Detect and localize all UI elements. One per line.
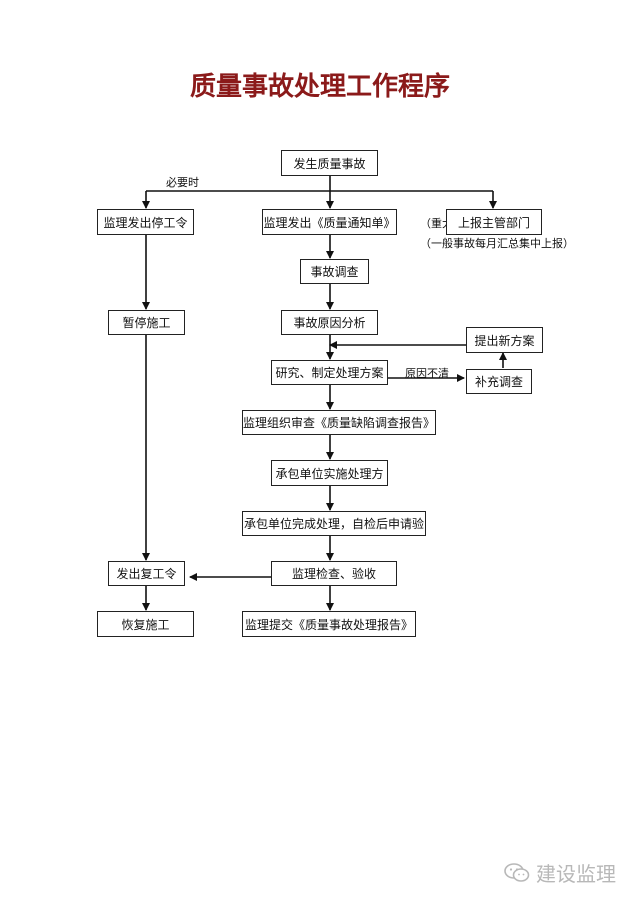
node-resume-order: 发出复工令 (108, 561, 185, 586)
label-unclear: 原因不清 (405, 367, 449, 380)
node-review: 监理组织审查《质量缺陷调查报告》 (242, 410, 436, 435)
node-resume: 恢复施工 (97, 611, 194, 637)
node-new-plan: 提出新方案 (466, 327, 543, 353)
node-cause: 事故原因分析 (281, 310, 378, 335)
node-check: 监理检查、验收 (271, 561, 397, 586)
label-necessary: 必要时 (166, 176, 199, 189)
node-investigate: 事故调查 (300, 259, 369, 284)
node-complete: 承包单位完成处理，自检后申请验 (242, 511, 426, 536)
node-stop-order: 监理发出停工令 (97, 209, 194, 235)
watermark-text: 建设监理 (536, 862, 616, 886)
node-occur: 发生质量事故 (281, 150, 378, 176)
node-notice: 监理发出《质量通知单》 (262, 209, 397, 235)
node-pause: 暂停施工 (108, 310, 185, 335)
node-implement: 承包单位实施处理方 (271, 460, 388, 486)
label-monthly: （一般事故每月汇总集中上报） (420, 237, 574, 250)
watermark: 建设监理 (504, 858, 616, 887)
node-report: 上报主管部门 (446, 209, 542, 235)
node-final-report: 监理提交《质量事故处理报告》 (242, 611, 416, 637)
label-major: （重大 (420, 217, 453, 230)
wechat-icon (504, 862, 530, 882)
node-supp: 补充调查 (466, 369, 532, 394)
page-title: 质量事故处理工作程序 (189, 72, 450, 102)
node-plan: 研究、制定处理方案 (271, 360, 388, 385)
